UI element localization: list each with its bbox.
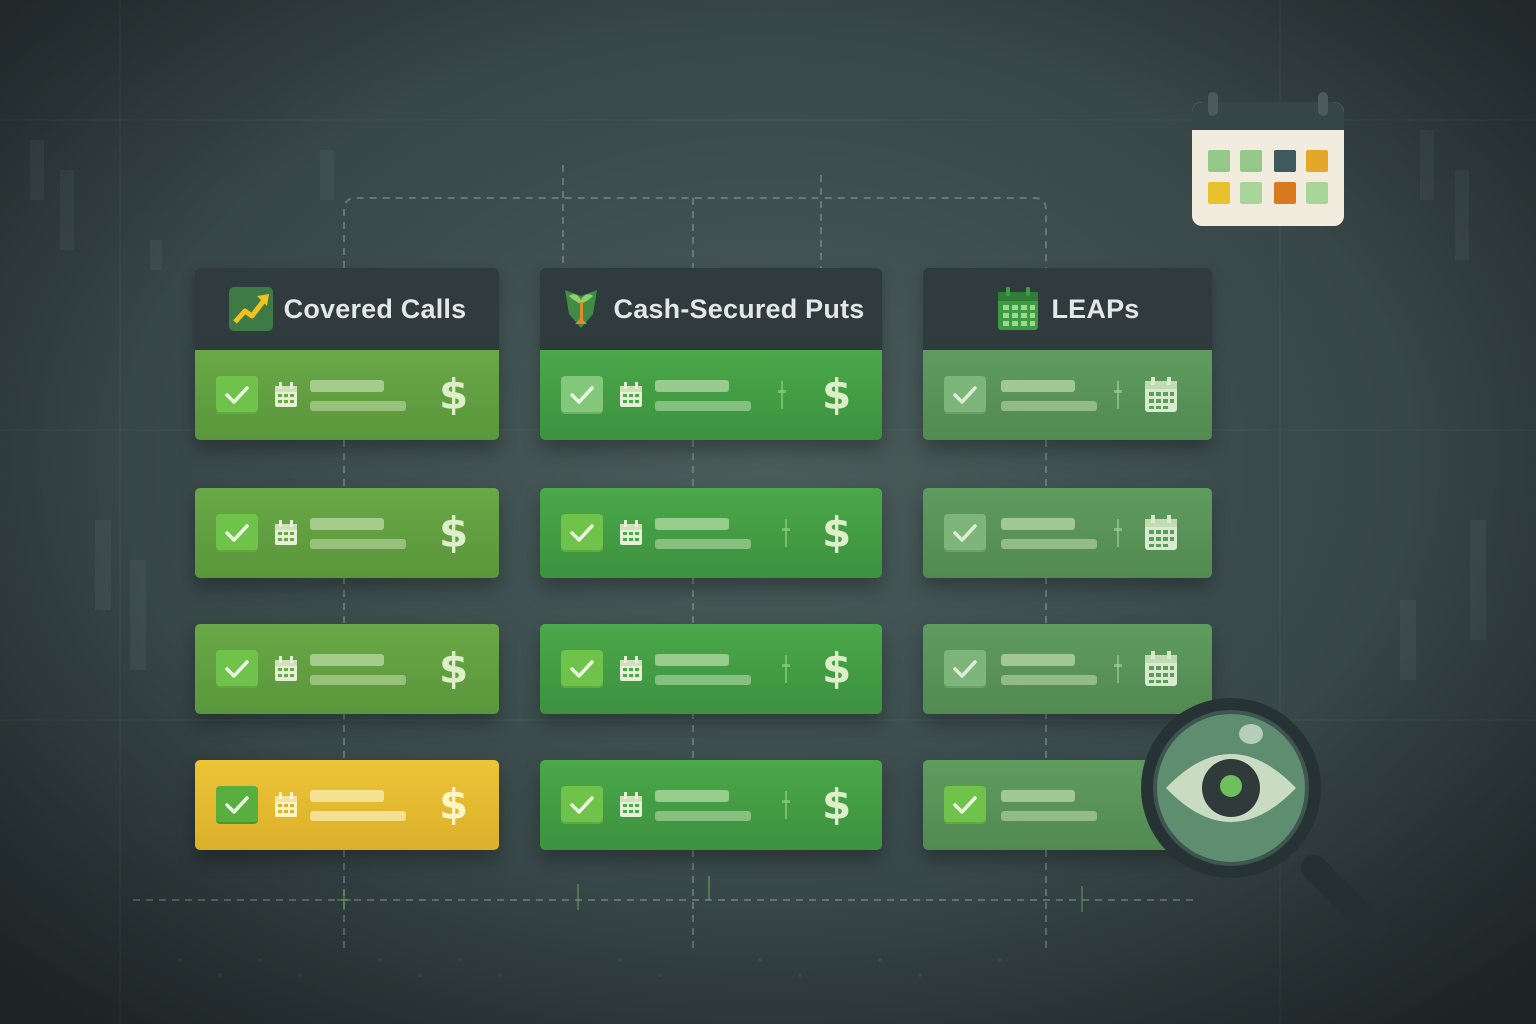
placeholder-text-lines xyxy=(1001,379,1097,411)
dollar-icon: $ xyxy=(439,780,469,829)
strike-marker-icon xyxy=(1114,519,1122,547)
checkbox-checked-icon[interactable] xyxy=(216,786,258,824)
position-card[interactable]: $ xyxy=(540,488,882,578)
dollar-icon: $ xyxy=(822,508,852,557)
expiry-calendar-icon xyxy=(275,520,297,545)
column-header-cash-secured-puts[interactable]: Cash-Secured Puts xyxy=(540,268,882,350)
position-card[interactable] xyxy=(923,488,1212,578)
position-card-highlighted[interactable]: $ xyxy=(195,760,499,850)
placeholder-text-lines xyxy=(310,517,406,549)
checkbox-checked-icon[interactable] xyxy=(561,650,603,688)
checkbox-checked-icon[interactable] xyxy=(944,514,986,552)
column-header-covered-calls[interactable]: Covered Calls xyxy=(195,268,499,350)
strike-marker-icon xyxy=(1114,655,1122,683)
checkbox-checked-icon[interactable] xyxy=(216,376,258,414)
strike-marker-icon xyxy=(782,519,790,547)
column-title: LEAPs xyxy=(1051,293,1140,324)
calendar-icon xyxy=(1145,515,1177,550)
dollar-icon: $ xyxy=(439,508,469,557)
column-header-leaps[interactable]: LEAPs xyxy=(923,268,1212,350)
column-title: Cash-Secured Puts xyxy=(613,293,865,324)
calendar-icon xyxy=(1145,377,1177,412)
placeholder-text-lines xyxy=(655,653,751,685)
position-card[interactable]: $ xyxy=(540,760,882,850)
calendar-icon xyxy=(995,286,1041,332)
placeholder-text-lines xyxy=(1001,789,1097,821)
calendar-icon xyxy=(1145,651,1177,686)
checkbox-checked-icon[interactable] xyxy=(944,786,986,824)
column-title: Covered Calls xyxy=(283,293,467,324)
position-card[interactable]: $ xyxy=(195,624,499,714)
position-card[interactable]: $ xyxy=(540,624,882,714)
strike-marker-icon xyxy=(782,655,790,683)
expiry-calendar-icon xyxy=(620,656,642,681)
expiry-calendar-icon xyxy=(620,792,642,817)
checkbox-checked-icon[interactable] xyxy=(561,514,603,552)
dollar-icon: $ xyxy=(822,370,852,419)
position-card[interactable] xyxy=(923,624,1212,714)
strike-marker-icon xyxy=(778,381,786,409)
strike-marker-icon xyxy=(782,791,790,819)
position-card[interactable]: $ xyxy=(540,350,882,440)
checkbox-checked-icon[interactable] xyxy=(944,650,986,688)
calendar-icon xyxy=(1192,92,1344,226)
expiry-calendar-icon xyxy=(275,792,297,817)
checkbox-checked-icon[interactable] xyxy=(944,376,986,414)
position-card[interactable]: $ xyxy=(195,488,499,578)
placeholder-text-lines xyxy=(1001,517,1097,549)
placeholder-text-lines xyxy=(655,517,751,549)
checkbox-checked-icon[interactable] xyxy=(216,514,258,552)
placeholder-text-lines xyxy=(310,789,406,821)
magnifier-eye-icon xyxy=(1141,698,1387,941)
strike-marker-icon xyxy=(1114,381,1122,409)
trending-up-icon xyxy=(228,286,274,332)
placeholder-text-lines xyxy=(655,379,751,411)
position-card[interactable] xyxy=(923,350,1212,440)
position-card[interactable]: $ xyxy=(195,350,499,440)
dollar-icon: $ xyxy=(439,370,469,419)
sprout-shield-icon xyxy=(558,286,604,332)
placeholder-text-lines xyxy=(310,653,406,685)
expiry-calendar-icon xyxy=(620,382,642,407)
placeholder-text-lines xyxy=(310,379,406,411)
checkbox-checked-icon[interactable] xyxy=(561,786,603,824)
expiry-calendar-icon xyxy=(275,656,297,681)
dollar-icon: $ xyxy=(822,780,852,829)
expiry-calendar-icon xyxy=(275,382,297,407)
dollar-icon: $ xyxy=(822,644,852,693)
placeholder-text-lines xyxy=(1001,653,1097,685)
checkbox-checked-icon[interactable] xyxy=(561,376,603,414)
placeholder-text-lines xyxy=(655,789,751,821)
expiry-calendar-icon xyxy=(620,520,642,545)
dollar-icon: $ xyxy=(439,644,469,693)
checkbox-checked-icon[interactable] xyxy=(216,650,258,688)
